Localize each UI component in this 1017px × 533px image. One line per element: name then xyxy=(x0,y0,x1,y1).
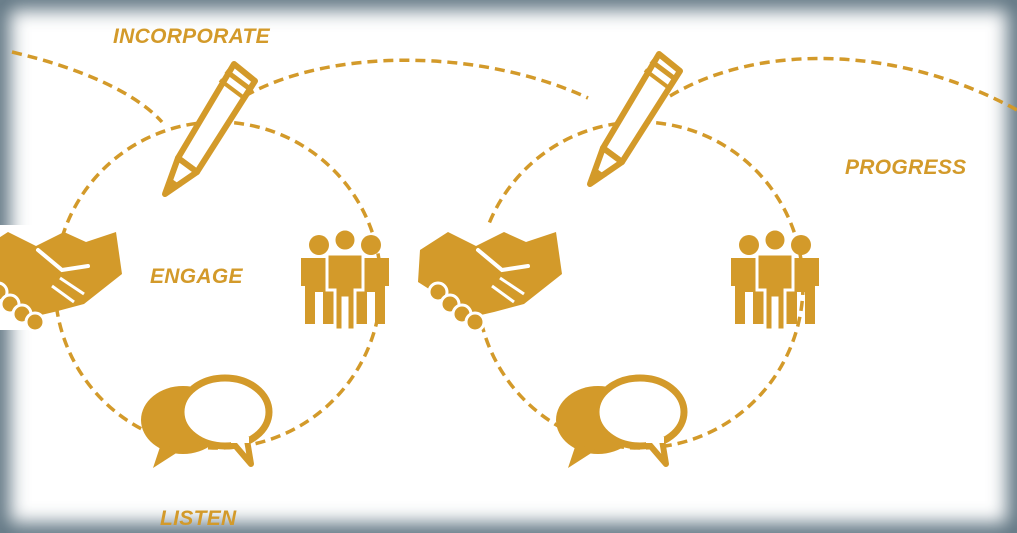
handshake-icon xyxy=(416,225,564,333)
pencil-icon xyxy=(590,54,680,184)
cycle-2-icons xyxy=(416,54,821,468)
handshake-icon xyxy=(0,225,124,333)
outer-arc-right xyxy=(669,56,1017,112)
label-progress: PROGRESS xyxy=(845,156,967,179)
cycle-1-icons xyxy=(0,64,391,468)
speech-bubbles-icon xyxy=(556,378,684,468)
label-engage: ENGAGE xyxy=(150,265,243,288)
people-group-icon xyxy=(729,227,821,332)
label-incorporate: INCORPORATE xyxy=(113,25,270,48)
outer-arc-middle xyxy=(244,58,589,100)
outer-arc-left xyxy=(11,50,164,124)
pencil-icon xyxy=(165,64,255,194)
speech-bubbles-icon xyxy=(141,378,269,468)
label-listen: LISTEN xyxy=(160,507,237,530)
people-group-icon xyxy=(299,227,391,332)
